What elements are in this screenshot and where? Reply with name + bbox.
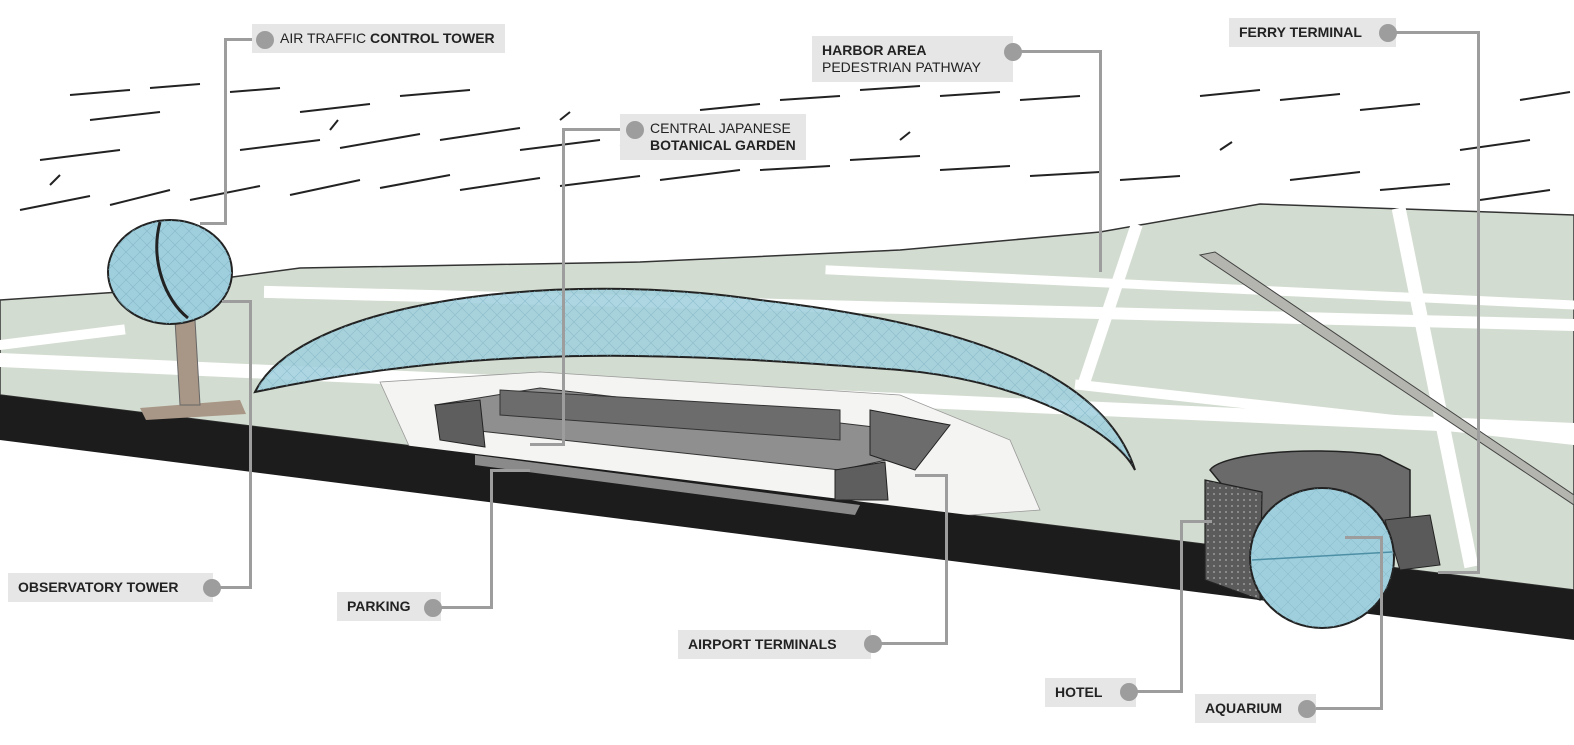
callout-air-traffic-control-tower: AIR TRAFFIC CONTROL TOWER [252,24,505,53]
callout-dot-ferry [1379,24,1397,42]
leader-garden [530,443,565,446]
callout-dot-atc [256,31,274,49]
callout-ferry-terminal: FERRY TERMINAL [1229,18,1396,47]
leader-garden [562,128,565,446]
leader-hotel [1180,520,1212,523]
leader-aquarium [1308,707,1383,710]
callout-observatory-tower: OBSERVATORY TOWER [8,573,213,602]
callout-dot-garden [626,121,644,139]
leader-aquarium [1380,538,1383,710]
leader-parking [435,606,493,609]
leader-parking [490,469,530,472]
callout-aquarium: AQUARIUM [1195,694,1316,723]
city-skyline [19,83,1571,231]
callout-garden-line1: CENTRAL JAPANESE [650,120,791,136]
leader-airport [875,642,948,645]
callout-hotel-text: HOTEL [1055,684,1103,700]
callout-garden-line2: BOTANICAL GARDEN [650,137,796,153]
callout-harbor-line1: HARBOR AREA [822,42,927,58]
leader-atc [224,38,268,41]
callout-aquarium-text: AQUARIUM [1205,700,1282,716]
callout-harbor-line2: PEDESTRIAN PATHWAY [822,59,981,75]
callout-airport-terminals: AIRPORT TERMINALS [678,630,871,659]
callout-parking-text: PARKING [347,598,411,614]
leader-ferry [1477,31,1480,574]
airport-terminal-building [433,387,951,515]
leader-atc [200,222,227,225]
leader-harbor [1099,50,1102,272]
callout-harbor-area: HARBOR AREA PEDESTRIAN PATHWAY [812,36,1013,82]
callout-dot-aquarium [1298,700,1316,718]
leader-atc [224,38,227,224]
callout-ferry-text: FERRY TERMINAL [1239,24,1362,40]
callout-observatory-text: OBSERVATORY TOWER [18,579,179,595]
callout-dot-parking [424,599,442,617]
callout-botanical-garden: CENTRAL JAPANESE BOTANICAL GARDEN [620,114,806,160]
leader-aquarium [1345,536,1383,539]
callout-dot-hotel [1120,683,1138,701]
leader-ferry [1438,571,1480,574]
hotel-aquarium-complex [1204,450,1441,629]
leader-harbor [1020,50,1102,53]
leader-hotel [1180,522,1183,693]
callout-airport-text: AIRPORT TERMINALS [688,636,837,652]
callout-dot-harbor [1004,43,1022,61]
callout-parking: PARKING [337,592,441,621]
leader-airport [945,476,948,645]
ferry-pier [1198,251,1574,506]
leader-airport [915,474,948,477]
leader-parking [490,471,493,609]
leader-ferry [1392,31,1480,34]
leader-garden [562,128,634,131]
callout-atc-prefix: AIR TRAFFIC [280,30,370,46]
leader-observatory [214,586,252,589]
leader-observatory [249,302,252,589]
leader-observatory [222,300,252,303]
callout-dot-airport [864,635,882,653]
callout-dot-observatory [203,579,221,597]
observatory-tower [107,219,246,420]
callout-atc-bold: CONTROL TOWER [369,30,495,46]
leader-hotel [1132,690,1183,693]
